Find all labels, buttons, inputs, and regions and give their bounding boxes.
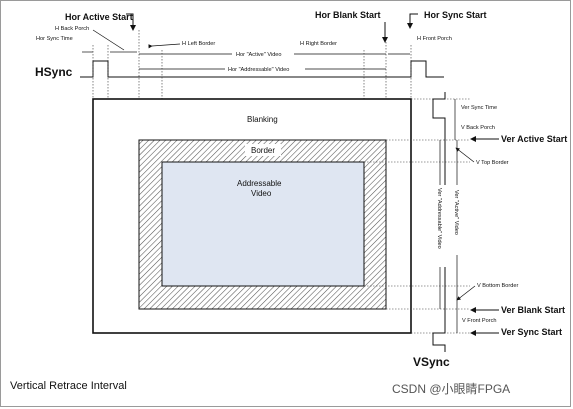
hor-blank-start-label: Hor Blank Start xyxy=(315,10,381,20)
watermark: CSDN @小眼睛FPGA xyxy=(392,382,510,396)
hor-addressable-video-label: Hor "Addressable" Video xyxy=(228,67,289,73)
caption: Vertical Retrace Interval xyxy=(10,380,127,392)
addressable-label-line1: Addressable xyxy=(237,179,282,188)
v-bottom-border-label: V Bottom Border xyxy=(477,283,518,289)
h-left-border-label: H Left Border xyxy=(182,41,215,47)
ver-active-video-label: Ver "Active" Video xyxy=(453,190,459,235)
addressable-label-line2: Video xyxy=(251,189,272,198)
ver-active-start-label: Ver Active Start xyxy=(501,134,567,144)
hor-active-start-arrow xyxy=(126,13,136,31)
blanking-label: Blanking xyxy=(247,115,278,124)
h-back-porch-leader xyxy=(92,29,125,51)
hsync-label: HSync xyxy=(35,65,73,79)
v-top-border-label: V Top Border xyxy=(476,160,509,166)
h-right-border-label: H Right Border xyxy=(300,41,337,47)
hor-active-start-label: Hor Active Start xyxy=(65,12,133,22)
hor-sync-start-label: Hor Sync Start xyxy=(424,10,487,20)
h-back-porch-label: H Back Porch xyxy=(55,26,89,32)
vsync-label: VSync xyxy=(413,355,450,369)
ver-addressable-video-label: Ver "Addressable" Video xyxy=(436,188,442,249)
ver-sync-start-label: Ver Sync Start xyxy=(501,327,562,337)
border-label: Border xyxy=(251,146,275,155)
h-left-border-leader xyxy=(148,43,181,49)
hor-sync-time-label: Hor Sync Time xyxy=(36,36,73,42)
hor-sync-start-arrow xyxy=(407,13,418,29)
hor-active-video-label: Hor "Active" Video xyxy=(236,52,282,58)
ver-sync-time-label: Ver Sync Time xyxy=(461,105,497,111)
v-front-porch-label: V Front Porch xyxy=(462,318,497,324)
v-back-porch-label: V Back Porch xyxy=(461,125,495,131)
addressable-video-region xyxy=(161,161,365,287)
h-front-porch-label: H Front Porch xyxy=(417,36,452,42)
ver-blank-start-label: Ver Blank Start xyxy=(501,305,565,315)
